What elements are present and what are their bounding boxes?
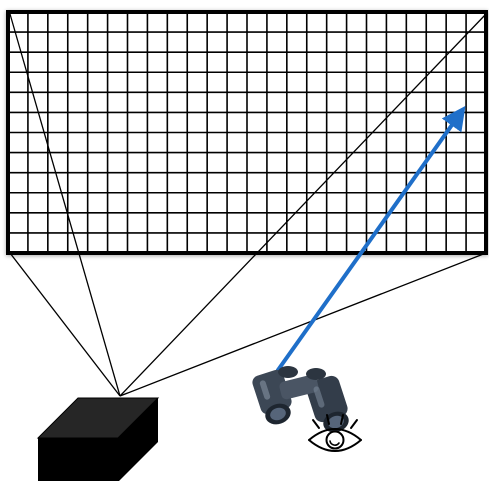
projector-box-icon bbox=[36, 397, 160, 481]
projection-line-bottom-left bbox=[9, 252, 121, 397]
line-of-sight-arrow bbox=[276, 105, 466, 372]
projection-line-bottom-right bbox=[119, 252, 487, 397]
eye-icon bbox=[308, 414, 362, 452]
screen-border bbox=[6, 10, 488, 255]
projection-screen bbox=[6, 10, 488, 255]
projection-line-top-left bbox=[9, 13, 121, 397]
projection-lines bbox=[9, 13, 487, 397]
binoculars-icon bbox=[252, 366, 349, 433]
projection-line-top-right bbox=[119, 13, 487, 397]
